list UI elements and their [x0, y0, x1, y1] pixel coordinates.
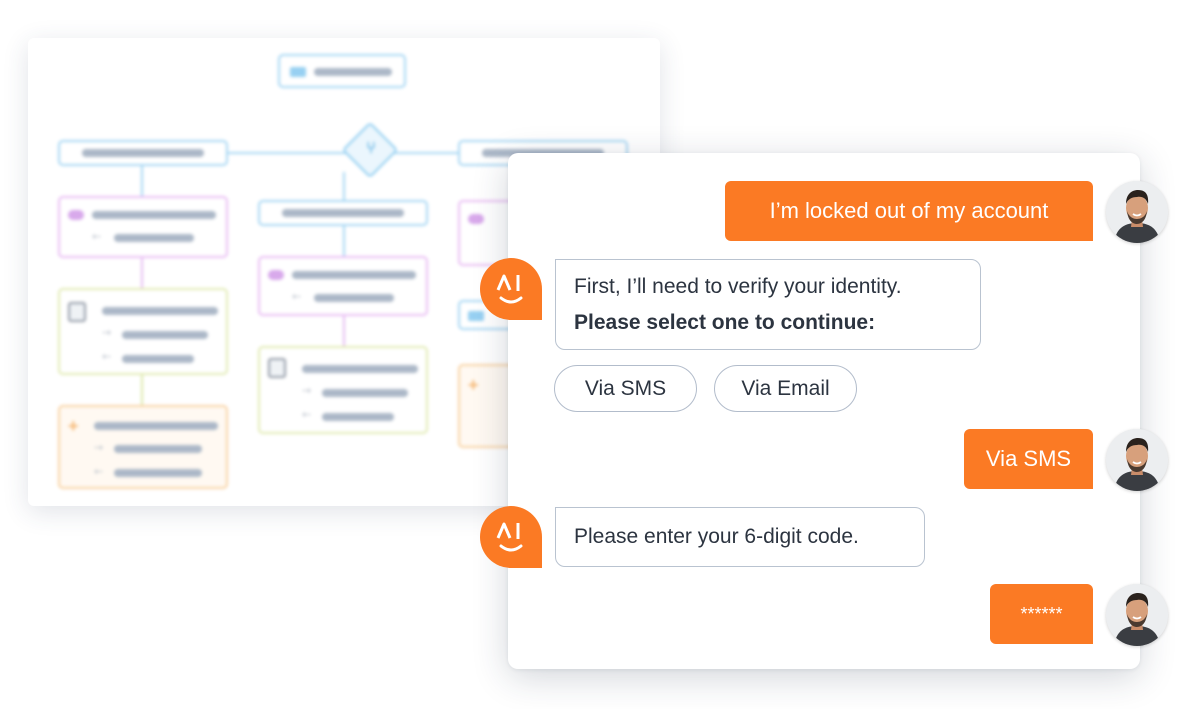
ai-logo-icon [496, 274, 523, 304]
user-avatar [1106, 584, 1168, 646]
flow-node-mid-2: → ← [258, 346, 428, 434]
user-avatar-icon [1106, 584, 1168, 646]
user-avatar-icon [1106, 181, 1168, 243]
option-button-email[interactable]: Via Email [714, 365, 857, 412]
user-message-text: ****** [1020, 603, 1063, 624]
user-avatar [1106, 429, 1168, 491]
message-icon [468, 311, 484, 321]
flow-node-left-1: ← [58, 196, 228, 258]
user-message-text: I’m locked out of my account [769, 198, 1049, 223]
flow-node-left-header [58, 140, 228, 166]
option-label: Via SMS [584, 376, 667, 400]
bot-message: Please enter your 6-digit code. [555, 507, 925, 567]
flow-node-mid-header [258, 200, 428, 226]
cloud-icon [468, 214, 484, 224]
flow-node-left-3: + → ← [58, 405, 228, 489]
message-icon [290, 67, 306, 77]
user-message-text: Via SMS [985, 446, 1072, 471]
bot-avatar [480, 258, 542, 320]
cloud-icon [68, 210, 84, 220]
bot-message: First, I’ll need to verify your identity… [555, 259, 981, 350]
bot-message-line: Please enter your 6-digit code. [574, 525, 859, 548]
user-message: Via SMS [964, 429, 1093, 489]
bot-message-line: First, I’ll need to verify your identity… [574, 274, 902, 298]
plus-icon: + [468, 375, 479, 395]
plus-icon: + [68, 416, 79, 436]
user-message: ****** [990, 584, 1093, 644]
user-avatar [1106, 181, 1168, 243]
bot-avatar [480, 506, 542, 568]
option-label: Via Email [741, 376, 830, 400]
flow-node-start [278, 54, 406, 88]
document-icon [68, 302, 86, 322]
cloud-icon [268, 270, 284, 280]
bot-message-line: Please select one to continue: [574, 310, 876, 334]
branch-icon: ⑂ [366, 140, 376, 157]
flow-node-left-2: → ← [58, 288, 228, 375]
ai-logo-icon [496, 522, 523, 552]
user-message: I’m locked out of my account [725, 181, 1093, 241]
flow-node-mid-1: ← [258, 256, 428, 316]
user-avatar-icon [1106, 429, 1168, 491]
document-icon [268, 358, 286, 378]
option-button-sms[interactable]: Via SMS [554, 365, 697, 412]
